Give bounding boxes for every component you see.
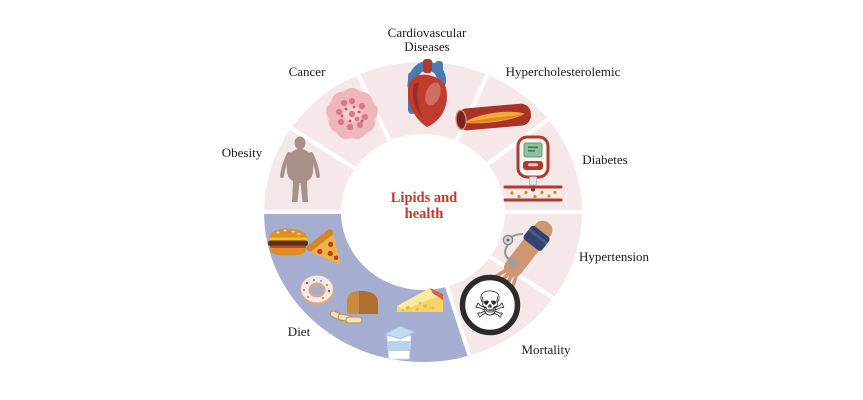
center-title-line1: Lipids and xyxy=(390,190,458,206)
label-hypertension: Hypertension xyxy=(578,249,650,264)
obese-person-icon xyxy=(280,136,320,202)
wheel-center-hole xyxy=(345,138,501,286)
pizza-slice-icon xyxy=(306,229,341,265)
skull-crossbones-icon: ☠ xyxy=(459,274,521,336)
label-mortality: Mortality xyxy=(521,342,571,357)
label-cardiovascular-diseases: Cardiovascular Diseases xyxy=(387,25,467,55)
center-title: Lipids and health xyxy=(391,190,458,222)
clogged-artery-icon xyxy=(455,103,531,131)
label-diabetes: Diabetes xyxy=(582,152,628,167)
heart-icon xyxy=(407,59,447,127)
burger-icon xyxy=(268,228,308,256)
skull-glyph: ☠ xyxy=(473,284,506,327)
center-title-line2: health xyxy=(404,206,444,223)
fatty-foods-icons xyxy=(268,228,443,360)
donut-icon xyxy=(300,275,334,305)
label-hypercholesterolemic: Hypercholesterolemic xyxy=(505,64,621,79)
label-diet: Diet xyxy=(287,324,311,339)
label-cardiovascular-line2: Diseases xyxy=(404,39,450,55)
cheese-icon xyxy=(397,288,443,312)
label-cardiovascular-line1: Cardiovascular xyxy=(387,25,467,40)
cancer-cells-icon xyxy=(326,88,378,139)
yogurt-cup-icon xyxy=(383,325,417,360)
glucose-meter-icon xyxy=(503,135,563,202)
label-cancer: Cancer xyxy=(288,64,326,79)
bread-loaf-icon xyxy=(329,291,378,324)
label-obesity: Obesity xyxy=(221,145,263,160)
